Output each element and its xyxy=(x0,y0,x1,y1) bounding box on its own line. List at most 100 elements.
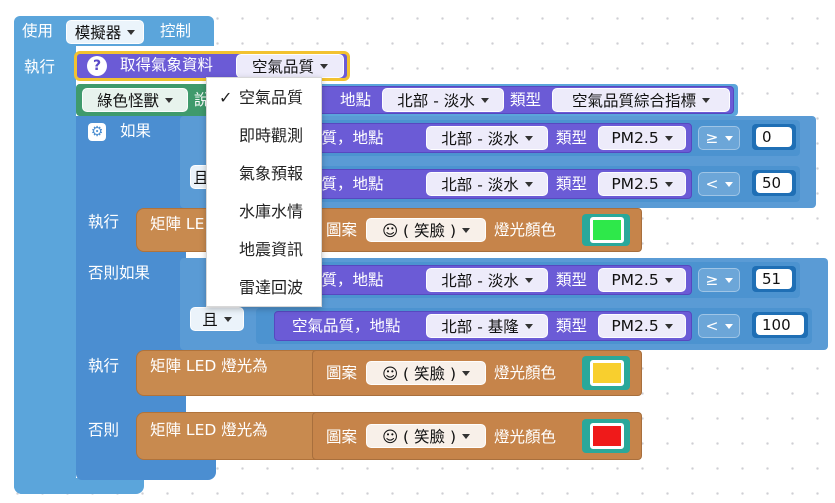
if-block-footer xyxy=(76,458,216,480)
menu-item-label: 水庫水情 xyxy=(239,202,304,221)
help-icon[interactable]: ? xyxy=(87,56,107,76)
condition-type-1[interactable]: PM2.5 xyxy=(598,126,686,150)
led-color-swatch-2[interactable] xyxy=(590,360,624,386)
condition-type-value-3: PM2.5 xyxy=(611,271,659,289)
condition-type-3[interactable]: PM2.5 xyxy=(598,268,686,292)
chevron-down-icon xyxy=(223,316,232,322)
gear-icon[interactable]: ⚙ xyxy=(88,123,106,141)
monster-dropdown[interactable]: 綠色怪獸 xyxy=(82,88,188,112)
condition-location-2[interactable]: 北部 - 淡水 xyxy=(426,172,548,196)
chevron-down-icon xyxy=(664,277,673,283)
then-label-1: 執行 xyxy=(88,213,120,231)
type-label-1: 類型 xyxy=(510,91,542,109)
led-pattern-dropdown-2[interactable]: ☺ ( 笑臉 ) xyxy=(366,361,486,385)
condition-text-4: 空氣品質，地點 xyxy=(292,317,401,335)
led-color-swatch-3[interactable] xyxy=(590,423,624,449)
location-dropdown-1[interactable]: 北部 - 淡水 xyxy=(382,88,504,112)
menu-item-label: 地震資訊 xyxy=(239,240,304,259)
condition-op-4[interactable]: < xyxy=(698,314,740,338)
chevron-down-icon xyxy=(524,135,533,141)
chevron-down-icon xyxy=(724,181,733,187)
condition-text-1: 品質，地點 xyxy=(306,129,384,147)
condition-value-3[interactable]: 51 xyxy=(756,269,792,289)
condition-location-4[interactable]: 北部 - 基隆 xyxy=(426,314,548,338)
condition-op-value-1: ≥ xyxy=(705,129,719,147)
and-dropdown-2[interactable]: 且 xyxy=(190,307,244,331)
menu-item-reservoir[interactable]: 水庫水情 xyxy=(207,193,321,231)
led-pattern-value-3: ☺ ( 笑臉 ) xyxy=(381,428,457,446)
menu-item-label: 雷達回波 xyxy=(239,278,304,297)
else-label: 否則 xyxy=(88,421,120,439)
condition-text-2: 品質，地點 xyxy=(306,175,384,193)
led-color-label-1: 燈光顏色 xyxy=(494,221,557,239)
condition-value-slot-3: 51 xyxy=(752,266,796,292)
menu-item-label: 即時觀測 xyxy=(239,126,304,145)
condition-type-2[interactable]: PM2.5 xyxy=(598,172,686,196)
checkmark-icon: ✓ xyxy=(219,88,233,107)
condition-value-slot-4: 100 xyxy=(752,312,808,338)
menu-item-air-quality[interactable]: ✓ 空氣品質 xyxy=(207,79,321,117)
condition-op-value-2: < xyxy=(705,175,719,193)
control-label: 控制 xyxy=(160,22,192,40)
condition-op-2[interactable]: < xyxy=(698,172,740,196)
weather-type-menu: ✓ 空氣品質 即時觀測 氣象預報 水庫水情 地震資訊 雷達回波 xyxy=(206,77,322,307)
chevron-down-icon xyxy=(664,323,673,329)
chevron-down-icon xyxy=(320,63,328,69)
elseif-label: 否則如果 xyxy=(88,264,151,282)
device-dropdown[interactable]: 模擬器 xyxy=(66,20,144,44)
condition-location-value-2: 北部 - 淡水 xyxy=(441,176,519,194)
location-label-1: 地點 xyxy=(340,91,372,109)
menu-item-radar[interactable]: 雷達回波 xyxy=(207,269,321,307)
chevron-down-icon xyxy=(127,29,136,35)
led-pattern-value-1: ☺ ( 笑臉 ) xyxy=(381,222,457,240)
chevron-down-icon xyxy=(462,370,471,376)
condition-location-1[interactable]: 北部 - 淡水 xyxy=(426,126,548,150)
type-value-1: 空氣品質綜合指標 xyxy=(571,92,696,110)
chevron-down-icon xyxy=(524,181,533,187)
menu-item-realtime-observation[interactable]: 即時觀測 xyxy=(207,117,321,155)
monster-dropdown-value: 綠色怪獸 xyxy=(96,92,159,110)
menu-item-label: 空氣品質 xyxy=(239,88,304,107)
condition-type-4[interactable]: PM2.5 xyxy=(598,314,686,338)
location-value-1: 北部 - 淡水 xyxy=(397,92,475,110)
weather-type-value: 空氣品質 xyxy=(251,58,314,76)
condition-location-value-4: 北部 - 基隆 xyxy=(441,318,519,336)
condition-value-2[interactable]: 50 xyxy=(756,173,792,193)
chevron-down-icon xyxy=(524,323,533,329)
condition-type-value-2: PM2.5 xyxy=(611,175,659,193)
led-label-2: 矩陣 LED 燈光為 xyxy=(150,357,268,375)
chevron-down-icon xyxy=(480,97,489,103)
chevron-down-icon xyxy=(165,97,173,103)
condition-op-value-4: < xyxy=(705,317,719,335)
weather-type-dropdown[interactable]: 空氣品質 xyxy=(236,54,344,78)
menu-item-earthquake[interactable]: 地震資訊 xyxy=(207,231,321,269)
led-pattern-value-2: ☺ ( 笑臉 ) xyxy=(381,365,457,383)
condition-location-3[interactable]: 北部 - 淡水 xyxy=(426,268,548,292)
led-color-label-3: 燈光顏色 xyxy=(494,428,557,446)
condition-value-slot-1: 0 xyxy=(752,124,796,150)
condition-location-value-1: 北部 - 淡水 xyxy=(441,130,519,148)
menu-item-weather-forecast[interactable]: 氣象預報 xyxy=(207,155,321,193)
led-color-swatch-1[interactable] xyxy=(590,217,624,243)
condition-type-label-1: 類型 xyxy=(556,129,588,147)
condition-op-value-3: ≥ xyxy=(705,271,719,289)
type-dropdown-1[interactable]: 空氣品質綜合指標 xyxy=(552,88,730,112)
condition-op-1[interactable]: ≥ xyxy=(698,126,740,150)
condition-text-3: 品質，地點 xyxy=(306,271,384,289)
condition-value-slot-2: 50 xyxy=(752,170,796,196)
condition-type-label-3: 類型 xyxy=(556,271,588,289)
led-pattern-dropdown-1[interactable]: ☺ ( 笑臉 ) xyxy=(366,218,486,242)
menu-item-label: 氣象預報 xyxy=(239,164,304,183)
device-dropdown-value: 模擬器 xyxy=(74,24,122,42)
led-pattern-label-1: 圖案 xyxy=(326,221,358,239)
led-label-1: 矩陣 LE xyxy=(150,215,205,233)
led-matrix-block-3[interactable] xyxy=(136,412,320,460)
condition-location-value-3: 北部 - 淡水 xyxy=(441,272,519,290)
led-pattern-dropdown-3[interactable]: ☺ ( 笑臉 ) xyxy=(366,424,486,448)
use-simulator-body xyxy=(14,44,76,494)
led-matrix-block-2[interactable] xyxy=(136,350,320,396)
condition-value-1[interactable]: 0 xyxy=(756,127,792,147)
condition-op-3[interactable]: ≥ xyxy=(698,268,740,292)
condition-value-4[interactable]: 100 xyxy=(756,315,804,335)
use-label: 使用 xyxy=(22,22,54,40)
